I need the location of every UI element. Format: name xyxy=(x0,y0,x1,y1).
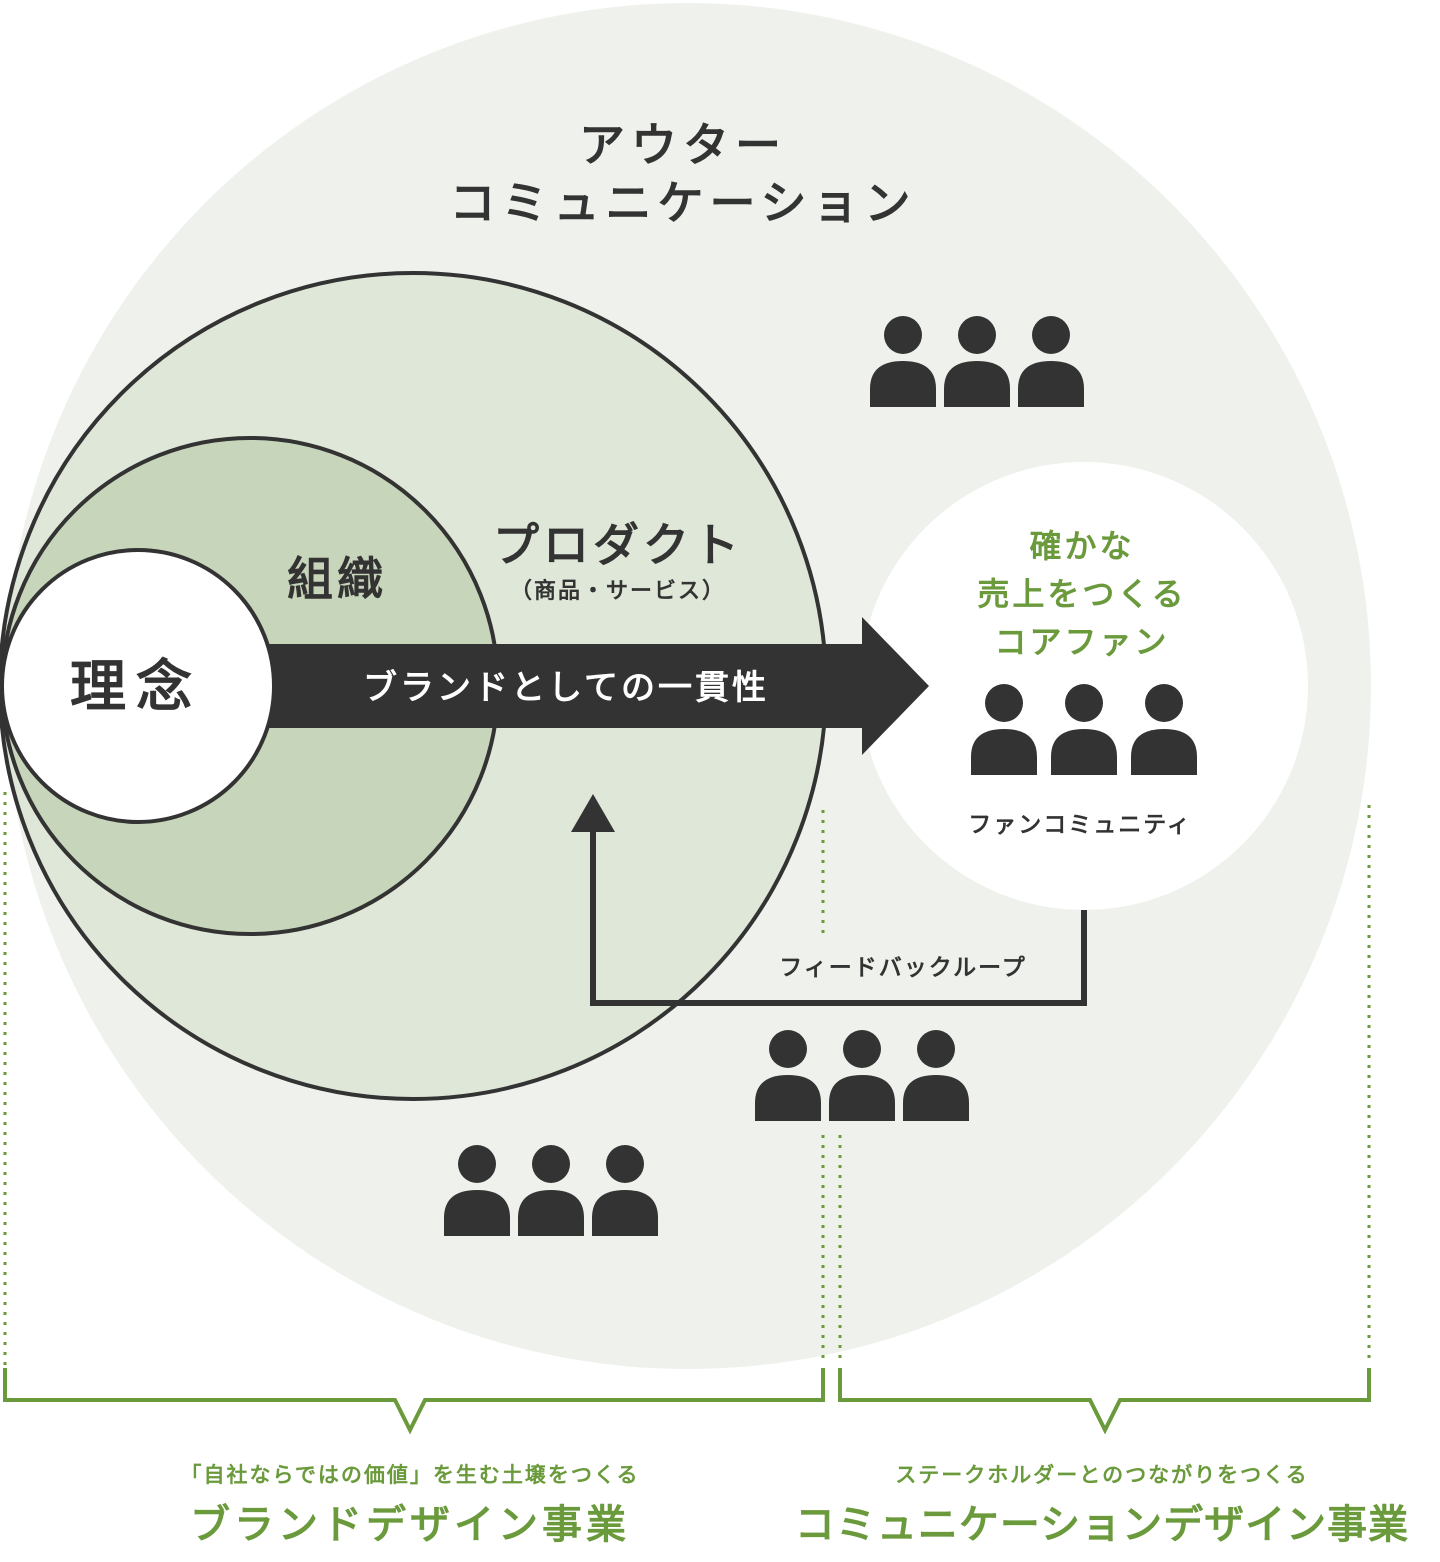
person-group-core-fan xyxy=(971,684,1197,775)
person-group-top xyxy=(870,316,1084,407)
brand-design-title: ブランドデザイン事業 xyxy=(190,1502,630,1548)
consistency-arrow xyxy=(150,617,929,755)
outer-title-line1: アウター xyxy=(579,118,787,172)
feedback-loop-line xyxy=(590,828,1087,1006)
communication-design-bracket xyxy=(838,1368,1371,1435)
outer-title-line2: コミュニケーション xyxy=(449,176,916,230)
feedback-loop-label: フィードバックループ xyxy=(779,955,1026,981)
core-fan-line2: 売上をつくる xyxy=(977,575,1186,613)
arrow-label: ブランドとしての一貫性 xyxy=(363,668,769,708)
core-fan-line3: コアファン xyxy=(994,623,1169,661)
fan-community-label: ファンコミュニティ xyxy=(968,812,1192,838)
core-fan-line1: 確かな xyxy=(1029,527,1134,565)
communication-design-title: コミュニケーションデザイン事業 xyxy=(795,1502,1409,1548)
product-sub-label: （商品・サービス） xyxy=(510,578,726,604)
organization-label: 組織 xyxy=(287,552,387,606)
person-group-middle xyxy=(755,1030,969,1121)
brand-design-bracket xyxy=(3,1368,825,1435)
philosophy-label: 理念 xyxy=(70,655,202,720)
philosophy-circle xyxy=(0,548,276,824)
brand-design-caption: 「自社ならではの価値」を生む土壌をつくる xyxy=(181,1463,640,1487)
feedback-arrowhead xyxy=(571,794,615,832)
product-label: プロダクト xyxy=(493,518,743,572)
communication-design-caption: ステークホルダーとのつながりをつくる xyxy=(895,1463,1308,1487)
person-group-bottom xyxy=(444,1145,658,1236)
